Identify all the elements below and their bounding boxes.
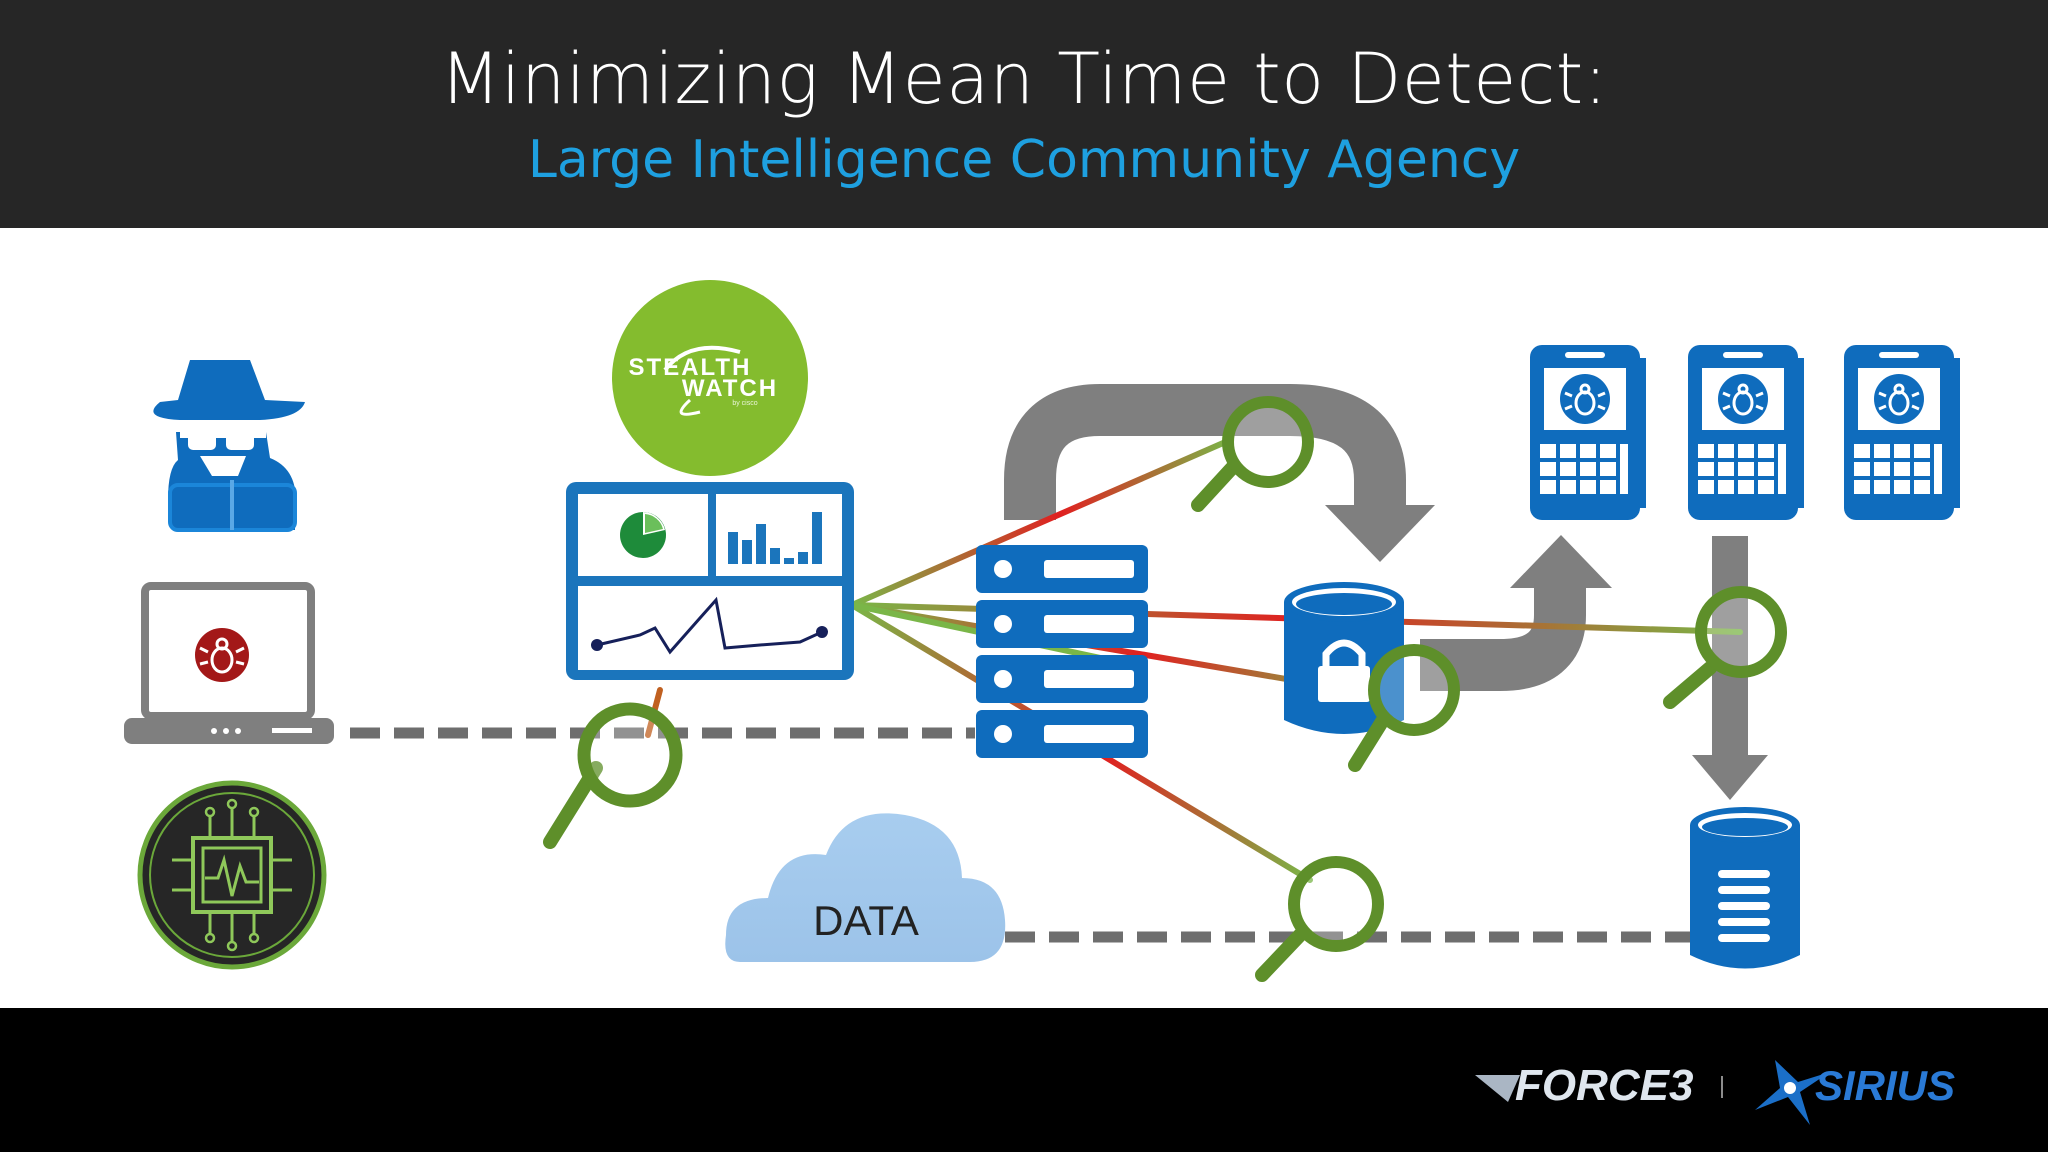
magnifier-icon-phones [1663,586,1787,709]
force3-logo: FORCE3 [1475,1061,1693,1110]
force3-logo-text: FORCE3 [1515,1061,1693,1110]
phone-icon-2 [1688,345,1804,520]
sirius-logo-text: SIRIUS [1815,1062,1955,1109]
phone-icon-1 [1530,345,1646,520]
magnifier-icon-arrow [1191,396,1314,512]
magnifier-icon-database [1348,644,1460,772]
sirius-logo: SIRIUS [1755,1060,1955,1125]
cloud-label: DATA [813,897,919,944]
slide-title: Minimizing Mean Time to Detect: [440,38,1608,120]
stealthwatch-logo-byline: by cisco [732,400,757,407]
magnifier-icon-dashboard [543,702,683,849]
slide-subtitle: Large Intelligence Community Agency [527,130,1521,190]
phone-icon-3 [1844,345,1960,520]
data-cloud: DATA [725,813,1006,962]
malware-chip-icon [137,780,327,970]
infected-laptop-icon [124,582,334,744]
spy-icon [153,360,305,532]
stealthwatch-dashboard [566,482,854,680]
server-stack-icon [976,545,1148,758]
database-icon [1690,807,1800,969]
stealthwatch-logo-line1: STEALTH [629,354,752,381]
stealthwatch-logo-line2: WATCH [682,375,778,402]
footer-bar: FORCE3 SIRIUS [0,1008,2048,1152]
diagram-canvas: STEALTH WATCH by cisco [0,228,2048,1008]
stealthwatch-logo: STEALTH WATCH by cisco [612,280,808,476]
magnifier-icon-cloud [1255,856,1384,982]
flow-arrow-down [1692,536,1768,800]
title-bar: Minimizing Mean Time to Detect: Large In… [0,0,2048,228]
flow-arrow-bottom [1420,535,1612,691]
